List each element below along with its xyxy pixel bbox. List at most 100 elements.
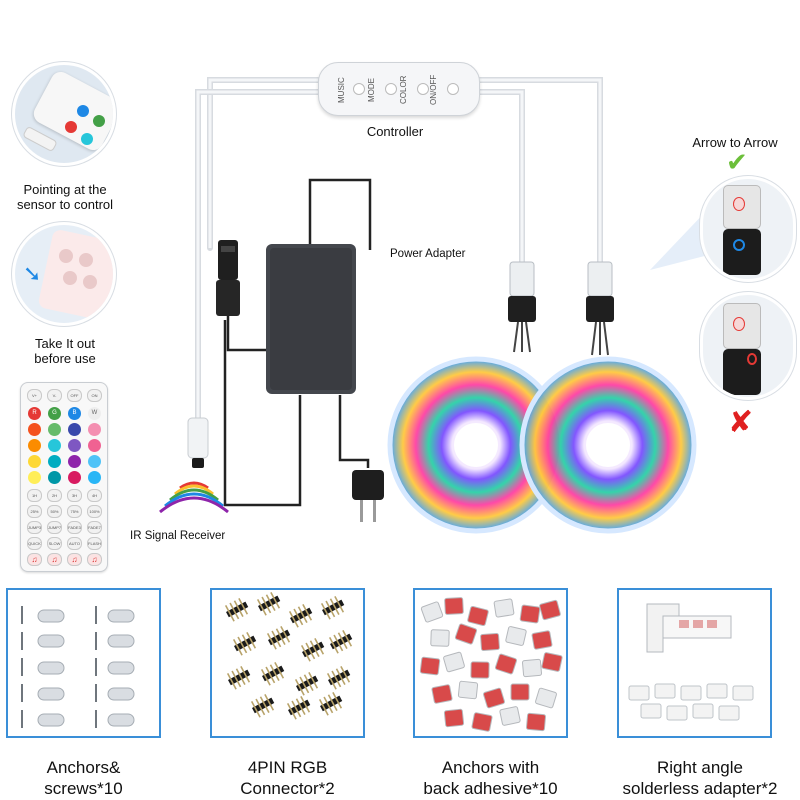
wiring-diagram	[159, 77, 728, 534]
remote-color-button	[28, 455, 41, 468]
controller-box: MUSIC MODE COLOR ON/OFF	[318, 62, 480, 116]
accessory-panel-anchors-screws	[6, 588, 161, 738]
accessory-caption-4-line1: Right angle	[656, 758, 743, 777]
accessory-caption-1: Anchors& screws*10	[0, 757, 176, 799]
adhesive-anchor	[541, 652, 563, 672]
cross-icon: ✘	[728, 405, 754, 440]
connector-pin	[300, 637, 325, 662]
remote-color-button	[48, 455, 61, 468]
remote-percent-3: 100%	[87, 505, 102, 518]
adhesive-anchor	[431, 684, 453, 704]
adhesive-anchor	[535, 687, 557, 709]
ir-receiver-label: IR Signal Receiver	[130, 530, 226, 542]
adhesive-anchor	[444, 597, 464, 615]
accessory-caption-1-line2: screws*10	[44, 779, 123, 798]
adhesive-anchor	[531, 630, 553, 650]
remote-pointing-photo	[12, 62, 116, 166]
remote-mode1-3: FADE7	[87, 521, 102, 534]
adhesive-anchor	[457, 680, 479, 700]
controller-knob-4	[447, 83, 459, 95]
remote-color-button	[28, 423, 41, 436]
controller-button-mode: MODE	[367, 78, 376, 102]
take-out-label-line1: Take It out	[35, 336, 95, 351]
remote-mode1-1: JUMP7	[47, 521, 62, 534]
adhesive-anchor	[419, 656, 441, 676]
remote-top-3: ON	[87, 389, 102, 402]
take-out-label-line2: before use	[34, 351, 96, 366]
arrow-icon: ➘	[23, 261, 42, 286]
adhesive-anchor	[470, 661, 490, 679]
remote-color-button	[88, 471, 101, 484]
controller-knob-1	[353, 83, 365, 95]
remote-mode1-2: FADE3	[67, 521, 82, 534]
adhesive-anchor	[519, 604, 541, 624]
remote-color-button	[28, 439, 41, 452]
remote-color-button: G	[48, 407, 61, 420]
adhesive-anchor	[471, 712, 493, 732]
controller-label: Controller	[366, 124, 424, 139]
pointing-label-line1: Pointing at the	[23, 182, 107, 197]
accessory-panel-angle-adapters	[617, 588, 772, 738]
remote-color-button	[68, 439, 81, 452]
remote-color-button	[68, 455, 81, 468]
remote-percent-2: 75%	[67, 505, 82, 518]
accessory-caption-3-line1: Anchors with	[441, 758, 540, 777]
power-adapter-label: Power Adapter	[390, 248, 466, 260]
adhesive-anchor	[483, 687, 505, 709]
check-icon: ✔	[726, 148, 748, 178]
connector-pin	[326, 665, 351, 690]
music-note-icon: ♫	[67, 553, 82, 566]
remote-take-out-photo: ➘	[12, 222, 116, 326]
remote-timer-2: 3H	[67, 489, 82, 502]
accessory-caption-3-line2: back adhesive*10	[423, 779, 558, 798]
controller-button-color: COLOR	[399, 75, 408, 105]
music-note-icon: ♫	[47, 553, 62, 566]
accessory-caption-2: 4PIN RGB Connector*2	[195, 757, 380, 799]
connector-pin	[294, 671, 319, 696]
connector-pin	[226, 665, 251, 690]
accessory-caption-2-line2: Connector*2	[240, 779, 335, 798]
adhesive-anchor	[467, 605, 489, 627]
connector-incorrect-photo	[700, 292, 796, 400]
remote-mode2-3: FLASH	[87, 537, 102, 550]
connector-pin	[256, 591, 281, 616]
adhesive-anchor	[522, 658, 542, 678]
adhesive-anchor	[443, 651, 465, 673]
remote-timer-3: 4H	[87, 489, 102, 502]
remote-mode2-0: QUICK	[27, 537, 42, 550]
connector-pin	[320, 595, 345, 620]
connector-pin	[318, 691, 343, 716]
adhesive-anchor	[493, 598, 515, 618]
connector-pin	[250, 693, 275, 718]
remote-color-button	[28, 471, 41, 484]
remote-color-button	[68, 471, 81, 484]
adhesive-anchor	[510, 683, 530, 701]
controller-knob-2	[385, 83, 397, 95]
remote-color-button	[88, 455, 101, 468]
connector-pin	[232, 631, 257, 656]
remote-color-button	[68, 423, 81, 436]
remote-color-button	[48, 423, 61, 436]
remote-color-button	[88, 423, 101, 436]
remote-top-2: OFF	[67, 389, 82, 402]
remote-mode1-0: JUMP3	[27, 521, 42, 534]
arrow-to-arrow-label: Arrow to Arrow	[692, 135, 778, 150]
remote-color-button	[88, 439, 101, 452]
accessory-caption-2-line1: 4PIN RGB	[247, 758, 328, 777]
adhesive-anchor	[443, 708, 465, 728]
controller-button-onoff: ON/OFF	[429, 74, 438, 106]
adhesive-anchor	[499, 706, 521, 726]
remote-mode2-2: AUTO	[67, 537, 82, 550]
connector-correct-photo	[700, 176, 796, 282]
adhesive-anchor	[430, 629, 450, 647]
accessory-panel-4pin-connectors	[210, 588, 365, 738]
connector-pin	[260, 661, 285, 686]
accessory-caption-4-line2: solderless adapter*2	[622, 779, 778, 798]
music-note-icon: ♫	[27, 553, 42, 566]
remote-percent-1: 50%	[47, 505, 62, 518]
controller-knob-3	[417, 83, 429, 95]
adhesive-anchor	[505, 626, 527, 646]
music-note-icon: ♫	[87, 553, 102, 566]
